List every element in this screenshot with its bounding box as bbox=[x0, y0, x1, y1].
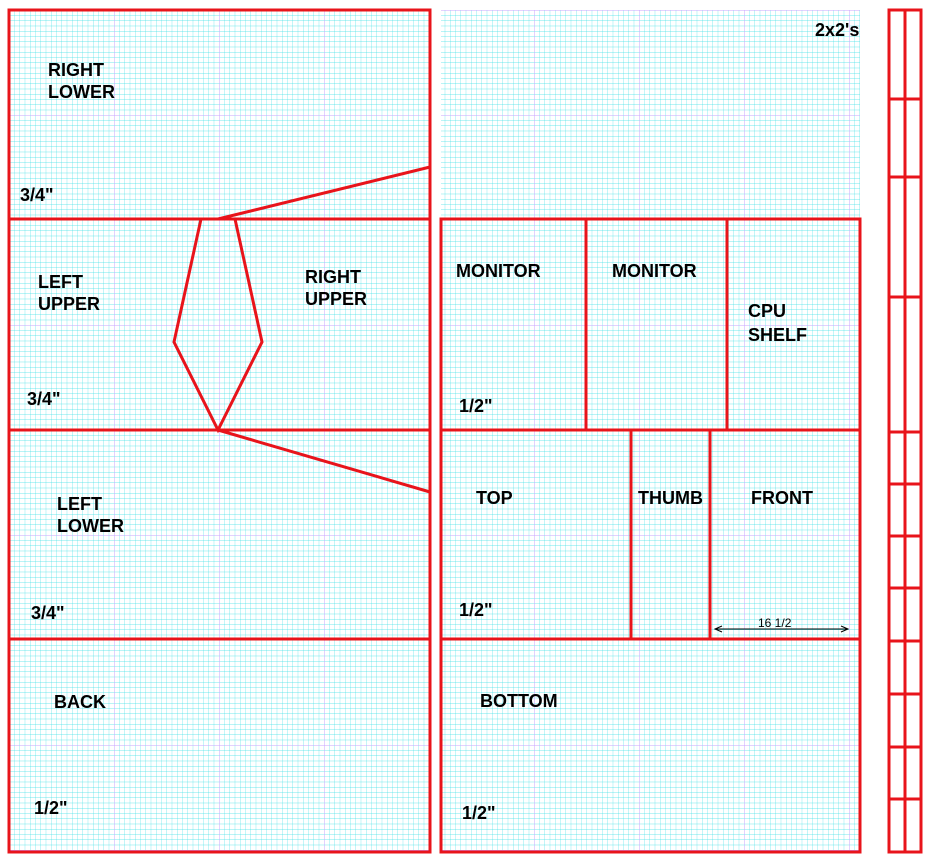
labels: 2x2's RIGHT LOWER 3/4" LEFT UPPER 3/4" R… bbox=[20, 20, 859, 823]
right-upper-label-1: RIGHT bbox=[305, 267, 361, 287]
dimension-arrow-left bbox=[713, 625, 723, 633]
left-lower-thickness: 3/4" bbox=[31, 603, 65, 623]
top-thickness: 1/2" bbox=[459, 600, 493, 620]
right-lower-thickness: 3/4" bbox=[20, 185, 54, 205]
cpu-shelf-label-1: CPU bbox=[748, 301, 786, 321]
monitor-1-thickness: 1/2" bbox=[459, 396, 493, 416]
right-lower-label-1: RIGHT bbox=[48, 60, 104, 80]
bottom-label: BOTTOM bbox=[480, 691, 558, 711]
right-lower-label-2: LOWER bbox=[48, 82, 115, 102]
monitor-2-label: MONITOR bbox=[612, 261, 697, 281]
right-sheet-cut-lines bbox=[439, 217, 862, 854]
strip-ticks bbox=[889, 97, 921, 801]
front-dimension: 16 1/2 bbox=[713, 616, 850, 633]
sheet-label: 2x2's bbox=[815, 20, 859, 40]
dimension-arrow-right bbox=[840, 625, 850, 633]
left-sheet-cut-lines bbox=[7, 8, 432, 854]
left-lower-label-2: LOWER bbox=[57, 516, 124, 536]
monitor-1-label: MONITOR bbox=[456, 261, 541, 281]
left-lower-diagonal bbox=[217, 428, 431, 494]
left-upper-label-2: UPPER bbox=[38, 294, 100, 314]
right-lower-diagonal bbox=[217, 165, 431, 221]
cpu-shelf-label-2: SHELF bbox=[748, 325, 807, 345]
front-dimension-label: 16 1/2 bbox=[758, 616, 792, 630]
left-upper-label-1: LEFT bbox=[38, 272, 83, 292]
back-label: BACK bbox=[54, 692, 106, 712]
front-label: FRONT bbox=[751, 488, 813, 508]
back-thickness: 1/2" bbox=[34, 798, 68, 818]
thumb-label: THUMB bbox=[638, 488, 703, 508]
left-lower-label-1: LEFT bbox=[57, 494, 102, 514]
bottom-thickness: 1/2" bbox=[462, 803, 496, 823]
right-upper-label-2: UPPER bbox=[305, 289, 367, 309]
left-upper-thickness: 3/4" bbox=[27, 389, 61, 409]
right-sheet-outline bbox=[439, 217, 862, 854]
two-by-two-strip bbox=[887, 8, 923, 854]
top-label: TOP bbox=[476, 488, 513, 508]
pentagon-cutout bbox=[172, 217, 264, 434]
